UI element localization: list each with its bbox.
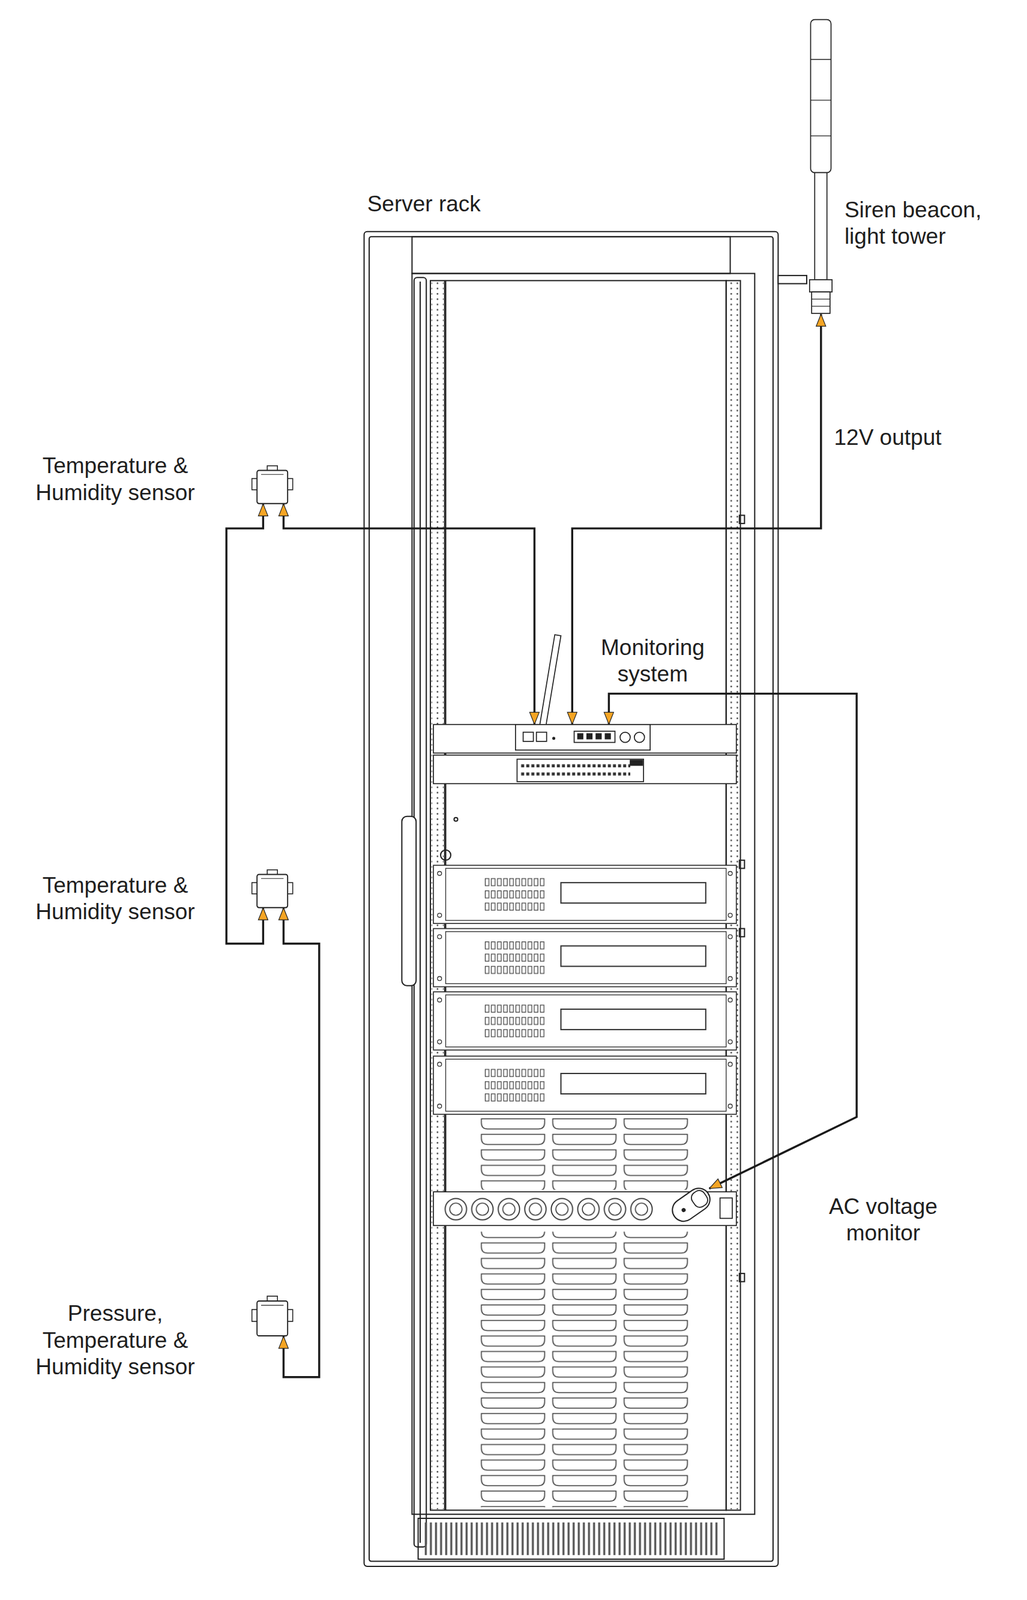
- fan-grille: [479, 1231, 694, 1507]
- monitor-node: Monitoring system: [515, 723, 651, 751]
- floor-vent: [421, 1522, 720, 1555]
- node-label: Monitoring system: [592, 634, 714, 688]
- sensor-box: [250, 869, 294, 909]
- sensor-box: [250, 1295, 294, 1337]
- connector: [572, 313, 822, 724]
- sensor-box: [250, 465, 294, 505]
- connector: [283, 503, 535, 724]
- node-label: Pressure, Temperature & Humidity sensor: [25, 1300, 206, 1380]
- node-label: Server rack: [367, 190, 592, 218]
- sensor-node: Temperature & Humidity sensor: [250, 465, 294, 505]
- node-label: Temperature & Humidity sensor: [25, 872, 206, 926]
- edge-label: 12V output: [832, 424, 944, 451]
- light-tower: [805, 18, 837, 315]
- connector: [283, 907, 319, 1377]
- node-label: Siren beacon, light tower: [844, 196, 1010, 251]
- sensor-node: Temperature & Humidity sensor: [250, 869, 294, 909]
- plug-node: AC voltage monitor: [665, 1183, 717, 1226]
- rack-frame: [364, 231, 807, 1567]
- monitoring-unit: [515, 723, 651, 751]
- beacon-node: Siren beacon, light tower: [805, 18, 837, 315]
- voltage-plug: [665, 1183, 717, 1226]
- node-label: Temperature & Humidity sensor: [25, 452, 206, 506]
- node-label: AC voltage monitor: [822, 1193, 944, 1247]
- connector: [608, 693, 857, 1188]
- sensor-node: Pressure, Temperature & Humidity sensor: [250, 1295, 294, 1337]
- patch-panel: [433, 755, 737, 784]
- rack-node: Server rackMonitoring systemAC voltage m…: [364, 231, 779, 1566]
- fan-grille: [479, 1115, 694, 1190]
